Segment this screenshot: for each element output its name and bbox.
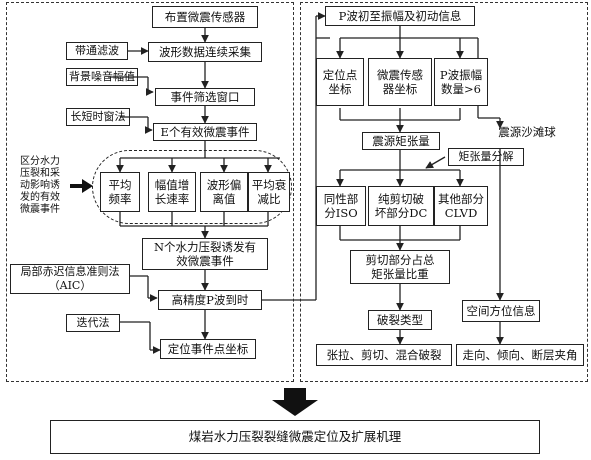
n-events-box: N个水力压裂诱发有 效微震事件 — [142, 238, 268, 270]
p-wave-info-box: P波初至振幅及初动信息 — [325, 6, 475, 26]
tensor-decomposition-label: 矩张量分解 — [448, 148, 524, 166]
shear-ratio-box: 剪切部分占总 矩张量比重 — [350, 250, 450, 284]
bandpass-filter-label: 带通滤波 — [66, 42, 128, 60]
fracture-type-box: 破裂类型 — [368, 310, 432, 330]
spatial-orientation-box: 空间方位信息 — [462, 300, 540, 322]
left-panel-frame — [6, 2, 294, 382]
dc-box: 纯剪切破 坏部分DC — [368, 186, 434, 226]
aic-label: 局部赤迟信息准则法 （AIC） — [10, 264, 130, 294]
sensor-coords-box: 微震传感 器坐标 — [368, 58, 432, 106]
final-result-box: 煤岩水力压裂裂缝微震定位及扩展机理 — [50, 420, 540, 454]
event-window-box: 事件筛选窗口 — [155, 88, 255, 106]
features-oval — [92, 150, 292, 224]
fracture-modes-box: 张拉、剪切、混合破裂 — [316, 344, 452, 366]
p-amplitude-count-box: P波振幅 数量>6 — [434, 58, 488, 106]
sta-lta-label: 长短时窗法 — [66, 108, 130, 126]
deploy-sensors-box: 布置微震传感器 — [152, 6, 258, 28]
moment-tensor-box: 震源矩张量 — [362, 132, 440, 150]
clvd-box: 其他部分 CLVD — [434, 186, 488, 226]
iso-box: 同性部 分ISO — [316, 186, 366, 226]
right-panel-frame — [300, 2, 588, 382]
background-noise-label: 背景噪音幅值 — [66, 68, 138, 86]
focal-beachball-label: 震源沙滩球 — [498, 125, 556, 139]
continuous-acquisition-box: 波形数据连续采集 — [148, 42, 262, 62]
orientation-angles-box: 走向、倾向、断层夹角 — [456, 344, 584, 366]
side-note-label: 区分水力 压裂和采 动影响诱 发的有效 微震事件 — [20, 156, 60, 215]
feature-waveform-deviation: 波形偏 离值 — [200, 172, 248, 212]
e-events-box: E个有效微震事件 — [153, 123, 257, 141]
iteration-label: 迭代法 — [66, 314, 120, 332]
feature-amplitude-rate: 幅值增 长速率 — [148, 172, 196, 212]
feature-decay-ratio: 平均衰 减比 — [248, 172, 290, 212]
feature-avg-frequency: 平均 频率 — [100, 172, 140, 212]
locate-events-box: 定位事件点坐标 — [160, 339, 256, 359]
location-coords-box: 定位点 坐标 — [316, 58, 364, 106]
p-wave-arrival-box: 高精度P波到时 — [158, 290, 262, 310]
